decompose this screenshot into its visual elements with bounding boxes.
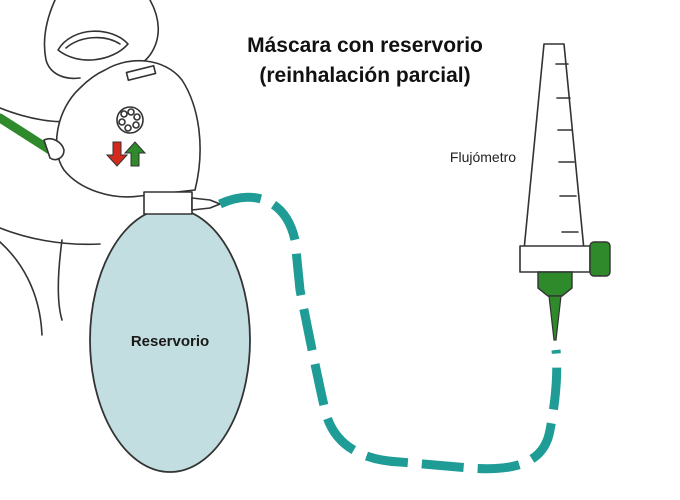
reservoir-label: Reservorio <box>131 333 209 350</box>
eye-icon <box>57 30 129 61</box>
reservoir-bag: Reservorio <box>89 207 251 473</box>
title-line-1: Máscara con reservorio <box>247 34 483 57</box>
oxygen-tubing <box>218 192 562 474</box>
oxygen-mask <box>0 59 201 198</box>
inhale-exhale-arrows-icon <box>105 141 147 167</box>
title-line-2: (reinhalación parcial) <box>259 64 470 87</box>
exhalation-valve-icon <box>116 106 144 134</box>
flowmeter-label: Flujómetro <box>450 149 516 165</box>
flowmeter: Flujómetro <box>450 43 611 341</box>
bag-connector <box>143 191 221 215</box>
